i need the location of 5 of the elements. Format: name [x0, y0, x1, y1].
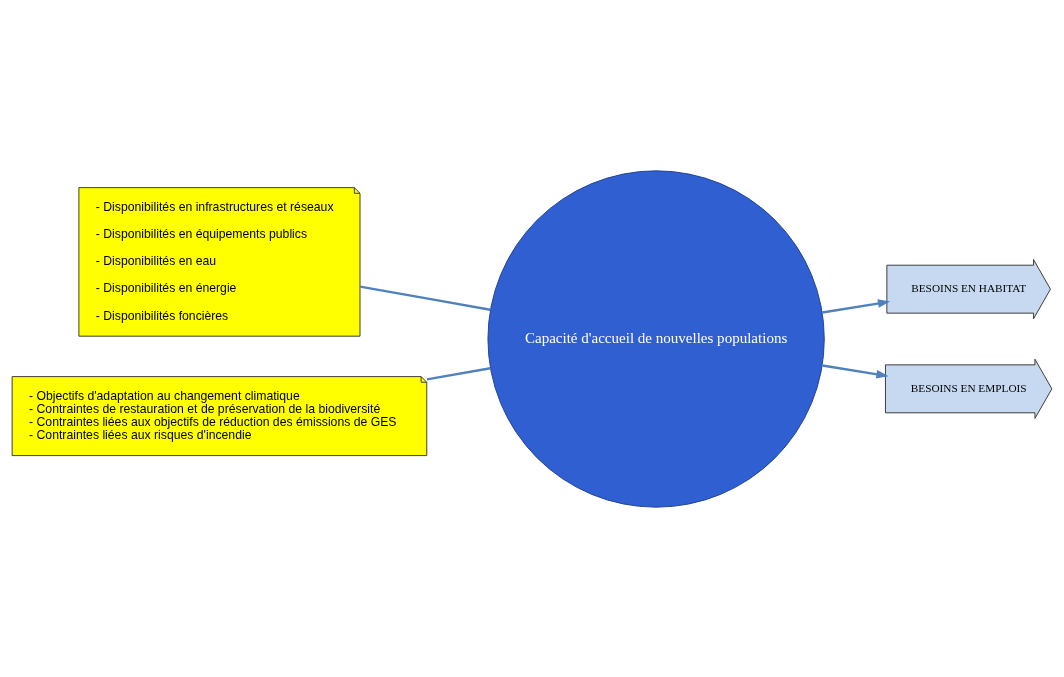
arrow — [822, 363, 889, 378]
arrow — [822, 298, 891, 314]
connector — [359, 285, 491, 311]
connector — [426, 366, 491, 381]
node-circle: Capacité d'accueil de nouvelles populations — [487, 169, 825, 508]
